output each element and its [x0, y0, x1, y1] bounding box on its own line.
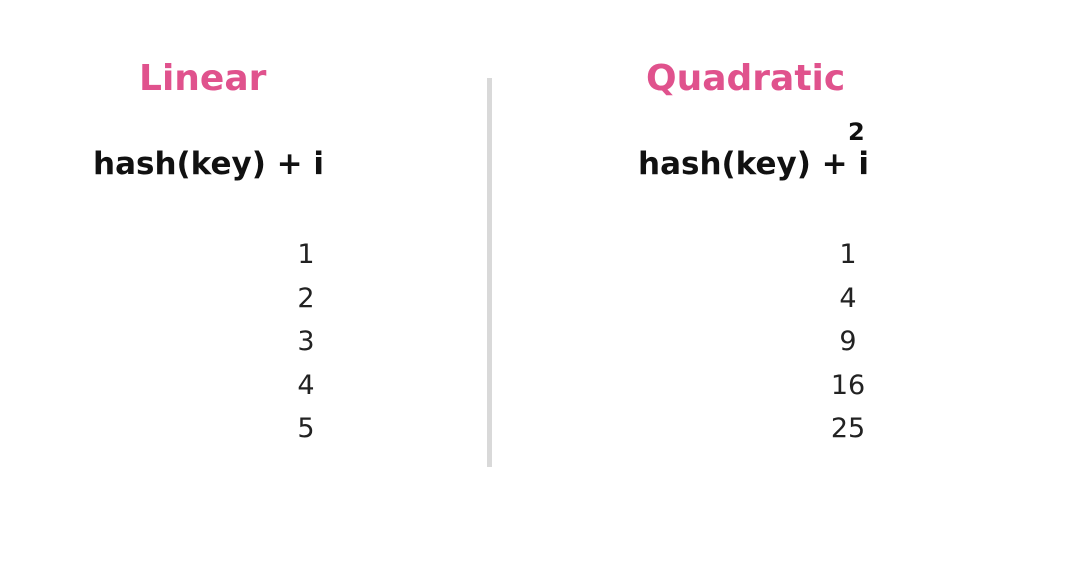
linear-values-list: 1 2 3 4 5 — [266, 233, 346, 451]
quadratic-formula: hash(key) + i — [638, 146, 870, 182]
quadratic-value: 25 — [830, 413, 866, 444]
quadratic-value: 1 — [839, 239, 857, 270]
quadratic-value: 4 — [839, 282, 857, 314]
linear-value: 5 — [297, 413, 315, 444]
quadratic-exponent: 2 — [848, 118, 865, 146]
quadratic-title: Quadratic — [646, 58, 846, 99]
quadratic-value: 9 — [839, 326, 857, 357]
linear-title: Linear — [139, 58, 267, 99]
linear-value: 2 — [297, 282, 315, 314]
linear-value: 3 — [297, 326, 315, 357]
column-divider — [487, 78, 492, 467]
linear-value: 1 — [297, 239, 315, 270]
linear-formula: hash(key) + i — [93, 146, 325, 182]
quadratic-values-list: 1 4 9 16 25 — [808, 233, 888, 451]
linear-value: 4 — [297, 369, 315, 401]
quadratic-value: 16 — [830, 369, 866, 401]
